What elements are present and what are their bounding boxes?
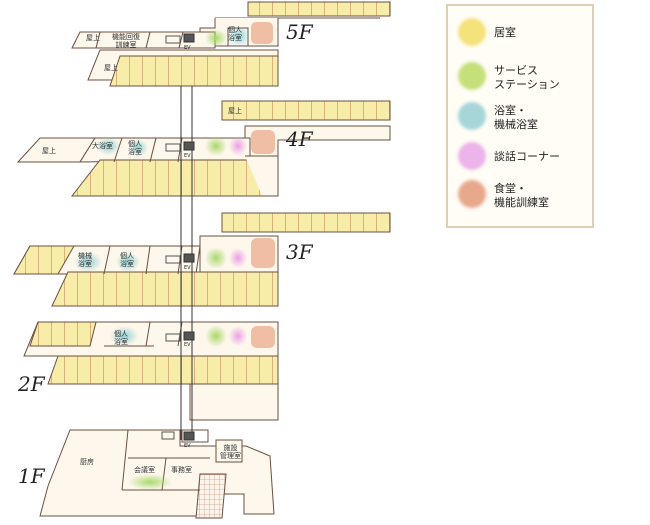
zone-glows	[74, 22, 275, 490]
legend-swatch-service-station	[458, 62, 486, 90]
kitchen-label-1f: 厨房	[80, 458, 94, 466]
legend-swatch-lounge	[458, 142, 486, 170]
floor-label-3f: 3F	[286, 240, 313, 264]
office-label-1f: 事務室	[171, 466, 192, 474]
floor-4f	[16, 100, 391, 197]
floor-label-5f: 5F	[286, 20, 313, 44]
roof-label-5f-lower: 屋上	[104, 64, 118, 72]
private-bath-label-4f: 個人 浴室	[128, 140, 142, 156]
floor-1f	[39, 429, 275, 519]
floor-label-1f: 1F	[18, 464, 45, 488]
ev-label-4f: EV	[184, 153, 191, 159]
ev-label-2f: EV	[184, 342, 191, 348]
legend-swatch-dining	[458, 180, 486, 208]
private-bath-label-3f: 個人 浴室	[120, 252, 134, 268]
private-bath-label-2f: 個人 浴室	[114, 330, 128, 346]
elevator-shaft	[161, 33, 195, 441]
legend-swatch-bath	[458, 102, 486, 130]
training-room-label-5f: 機能回復 訓練室	[112, 33, 140, 49]
legend-label-dining: 食堂・ 機能訓練室	[494, 182, 549, 209]
roof-label-4f-lower: 屋上	[42, 147, 56, 155]
floor-label-2f: 2F	[18, 372, 45, 396]
meeting-room-label-1f: 会議室	[134, 466, 155, 474]
management-room-label-1f: 施設 管理室	[220, 444, 241, 460]
legend-label-lounge: 談話コーナー	[494, 150, 560, 163]
floor-3f	[13, 212, 391, 307]
ev-label-3f: EV	[184, 265, 191, 271]
legend-label-room: 居室	[494, 26, 516, 39]
floor-label-4f: 4F	[286, 127, 313, 151]
roof-label-5f: 屋上	[86, 34, 100, 42]
building-cutaway	[13, 1, 391, 519]
legend-label-bath: 浴室・ 機械浴室	[494, 104, 538, 131]
legend-label-service-station: サービス ステーション	[494, 64, 560, 91]
machine-bath-label-3f: 機械 浴室	[78, 252, 92, 268]
legend: 居室 サービス ステーション 浴室・ 機械浴室 談話コーナー 食堂・ 機能訓練室	[446, 4, 594, 228]
roof-label-4f: 屋上	[228, 107, 242, 115]
ev-label-5f: EV	[184, 45, 191, 51]
ev-label-1f: EV	[184, 443, 191, 449]
big-bath-label-4f: 大浴室	[92, 142, 113, 150]
legend-swatch-room	[458, 18, 486, 46]
private-bath-label-5f: 個人 浴室	[228, 26, 242, 42]
